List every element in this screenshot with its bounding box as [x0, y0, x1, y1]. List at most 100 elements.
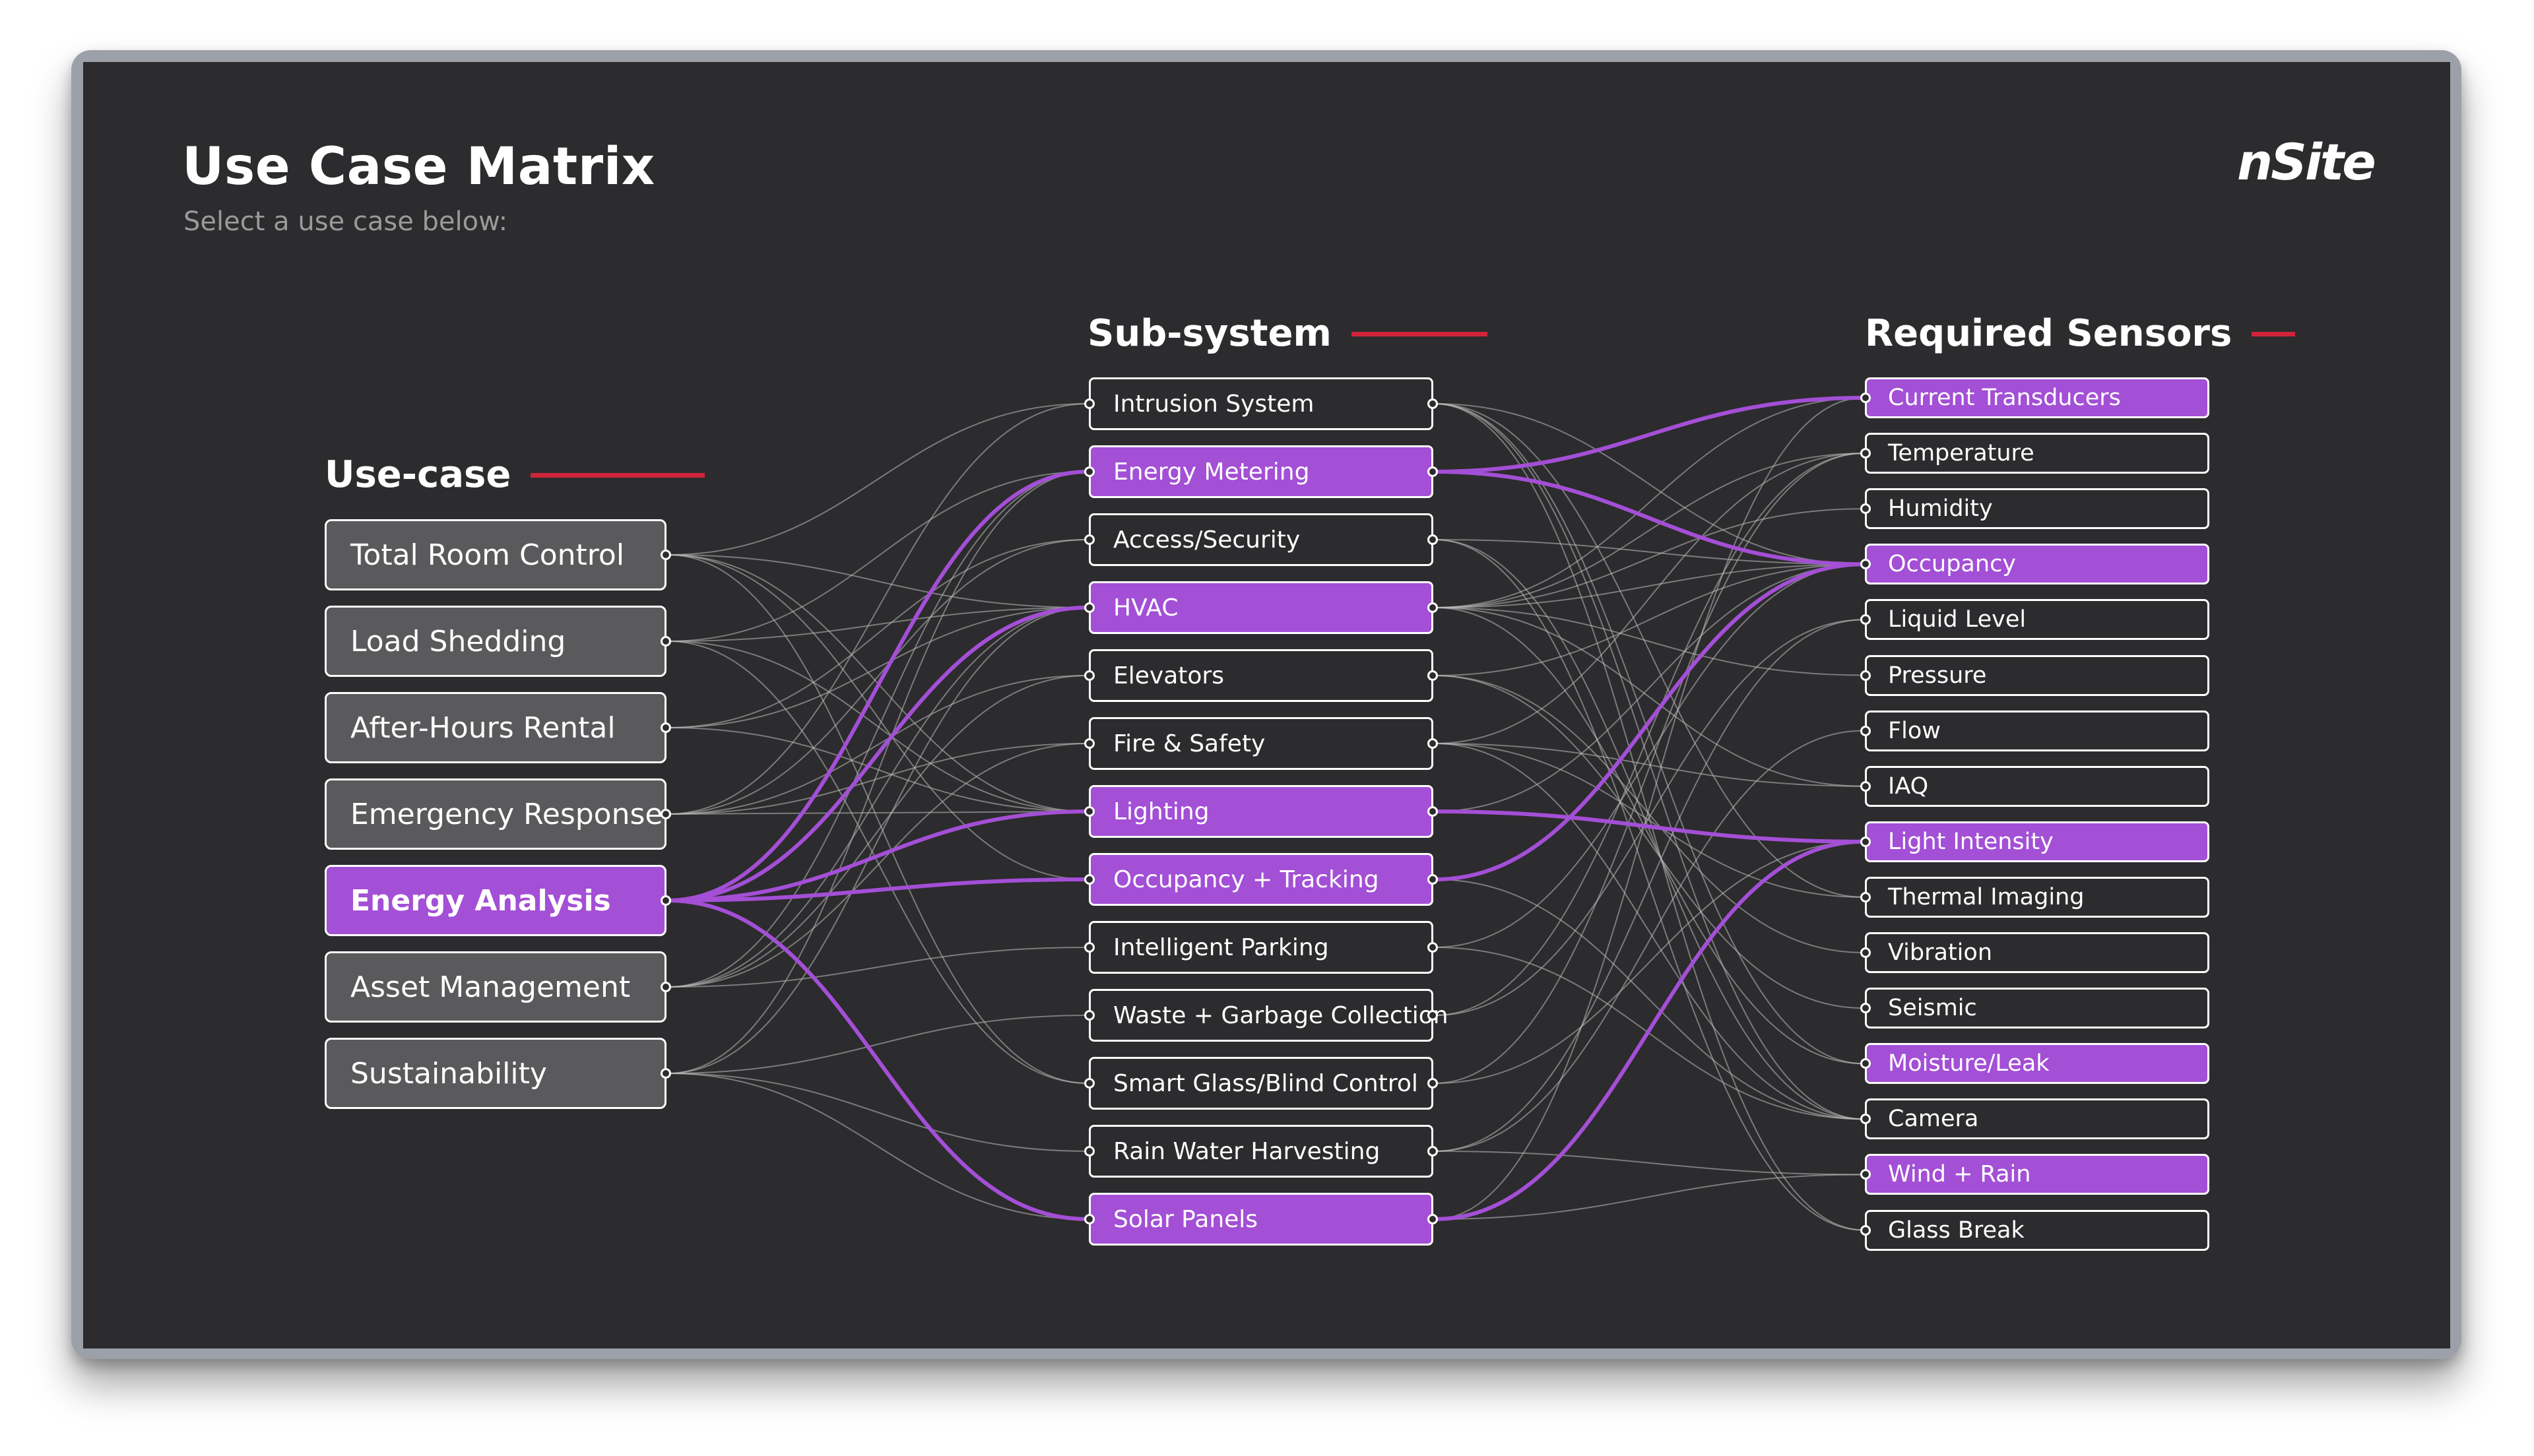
- connection-line: [1434, 743, 1864, 1120]
- sensor-label: Temperature: [1888, 440, 2034, 466]
- usecase-after-hours-rental[interactable]: After-Hours Rental: [325, 692, 671, 763]
- subsystem-label: Rain Water Harvesting: [1113, 1137, 1381, 1165]
- page-title: Use Case Matrix: [182, 137, 655, 197]
- usecase-label: Emergency Response: [350, 797, 663, 831]
- connection-line: [1434, 563, 1864, 608]
- connector-port: [1084, 806, 1095, 817]
- sensor-camera[interactable]: Camera: [1860, 1098, 2209, 1139]
- active-connection-line: [667, 877, 1088, 902]
- subsystem-lighting[interactable]: Lighting: [1084, 785, 1438, 838]
- connection-line: [667, 403, 1088, 555]
- subsystem-intelligent-parking[interactable]: Intelligent Parking: [1084, 921, 1438, 974]
- sensor-current-transducers[interactable]: Current Transducers: [1860, 377, 2209, 418]
- connection-line: [1434, 563, 1864, 812]
- connection-line: [667, 607, 1088, 728]
- usecase-label: Load Shedding: [350, 624, 566, 658]
- connection-lines: [667, 396, 1864, 1231]
- connection-line: [1434, 607, 1864, 1065]
- connection-line: [667, 675, 1088, 815]
- subsystem-hvac[interactable]: HVAC: [1084, 581, 1438, 634]
- usecase-label: Total Room Control: [350, 538, 625, 572]
- sensor-light-intensity[interactable]: Light Intensity: [1860, 821, 2209, 862]
- connection-line: [1434, 730, 1864, 1152]
- connection-line: [1434, 607, 1864, 676]
- subsystem-smart-glass-blind-control[interactable]: Smart Glass/Blind Control: [1084, 1057, 1438, 1110]
- subsystem-energy-metering[interactable]: Energy Metering: [1084, 445, 1438, 498]
- connector-port: [1084, 942, 1095, 953]
- connector-port: [1860, 837, 1871, 847]
- connector-port: [661, 982, 671, 992]
- subsystem-waste-garbage-collection[interactable]: Waste + Garbage Collection: [1084, 989, 1448, 1042]
- connection-line: [667, 554, 1088, 608]
- connection-line: [667, 1015, 1088, 1074]
- connection-line: [1434, 563, 1864, 948]
- connection-line: [667, 947, 1088, 988]
- usecase-asset-management[interactable]: Asset Management: [325, 951, 671, 1023]
- connector-port: [1427, 1078, 1438, 1089]
- subsystem-label: Energy Metering: [1113, 458, 1310, 486]
- sensor-temperature[interactable]: Temperature: [1860, 433, 2209, 474]
- connector-port: [1084, 534, 1095, 545]
- sensor-label: Glass Break: [1888, 1217, 2025, 1244]
- connection-line: [1434, 539, 1864, 565]
- subsystem-elevators[interactable]: Elevators: [1084, 649, 1438, 702]
- connector-port: [661, 550, 671, 560]
- sensor-wind-rain[interactable]: Wind + Rain: [1860, 1154, 2209, 1195]
- active-connection-line: [1434, 839, 1864, 1221]
- subsystem-label: Smart Glass/Blind Control: [1113, 1069, 1418, 1097]
- connector-port: [1427, 738, 1438, 749]
- subsystem-label: Elevators: [1113, 662, 1224, 689]
- connector-port: [661, 636, 671, 647]
- sensor-label: Thermal Imaging: [1888, 884, 2085, 910]
- subsystem-access-security[interactable]: Access/Security: [1084, 513, 1438, 566]
- sensor-liquid-level[interactable]: Liquid Level: [1860, 599, 2209, 640]
- connection-line: [667, 539, 1088, 815]
- connector-port: [1427, 398, 1438, 409]
- connector-port: [1860, 1114, 1871, 1124]
- connector-port: [1860, 503, 1871, 514]
- connector-port: [1084, 398, 1095, 409]
- sensor-seismic[interactable]: Seismic: [1860, 988, 2209, 1029]
- sensor-vibration[interactable]: Vibration: [1860, 932, 2209, 973]
- subsystem-label: Waste + Garbage Collection: [1113, 1001, 1448, 1029]
- connection-line: [1434, 453, 1864, 1016]
- subsystem-solar-panels[interactable]: Solar Panels: [1084, 1193, 1438, 1246]
- connector-port: [661, 809, 671, 819]
- sensor-moisture-leak[interactable]: Moisture/Leak: [1860, 1043, 2209, 1084]
- active-connection-line: [1434, 562, 1864, 881]
- sensor-flow[interactable]: Flow: [1860, 711, 2209, 751]
- sensor-thermal-imaging[interactable]: Thermal Imaging: [1860, 877, 2209, 918]
- connection-line: [1434, 453, 1864, 1084]
- sensor-iaq[interactable]: IAQ: [1860, 766, 2209, 807]
- subsystem-intrusion-system[interactable]: Intrusion System: [1084, 377, 1438, 430]
- sensor-pressure[interactable]: Pressure: [1860, 655, 2209, 696]
- sensors-column-heading: Required Sensors: [1865, 315, 2296, 352]
- subsystem-fire-safety[interactable]: Fire & Safety: [1084, 717, 1438, 770]
- usecase-total-room-control[interactable]: Total Room Control: [325, 519, 671, 590]
- usecase-emergency-response[interactable]: Emergency Response: [325, 778, 671, 850]
- usecase-sustainability[interactable]: Sustainability: [325, 1038, 671, 1109]
- sensor-label: Flow: [1888, 718, 1941, 744]
- connection-line: [1434, 453, 1864, 608]
- usecase-heading-label: Use-case: [325, 453, 511, 496]
- dashboard-screen: Use Case Matrix Select a use case below:…: [83, 62, 2450, 1348]
- subsystem-label: Fire & Safety: [1113, 730, 1266, 757]
- sensor-occupancy[interactable]: Occupancy: [1860, 544, 2209, 585]
- subsystem-column-heading: Sub-system: [1088, 315, 1487, 352]
- usecase-energy-analysis[interactable]: Energy Analysis: [325, 865, 671, 936]
- subsystem-rain-water-harvesting[interactable]: Rain Water Harvesting: [1084, 1125, 1438, 1178]
- connection-line: [667, 675, 1088, 988]
- connector-port: [661, 895, 671, 906]
- subsystem-occupancy-tracking[interactable]: Occupancy + Tracking: [1084, 853, 1438, 906]
- connection-line: [667, 641, 1088, 812]
- connector-port: [661, 722, 671, 733]
- sensor-glass-break[interactable]: Glass Break: [1860, 1210, 2209, 1251]
- sensor-humidity[interactable]: Humidity: [1860, 488, 2209, 529]
- usecase-column-heading: Use-case: [325, 457, 705, 493]
- connector-port: [1427, 1010, 1438, 1021]
- connection-line: [667, 471, 1088, 642]
- connector-port: [1860, 393, 1871, 403]
- usecase-load-shedding[interactable]: Load Shedding: [325, 606, 671, 677]
- active-connection-line: [1434, 809, 1864, 844]
- active-connection-line: [667, 899, 1088, 1221]
